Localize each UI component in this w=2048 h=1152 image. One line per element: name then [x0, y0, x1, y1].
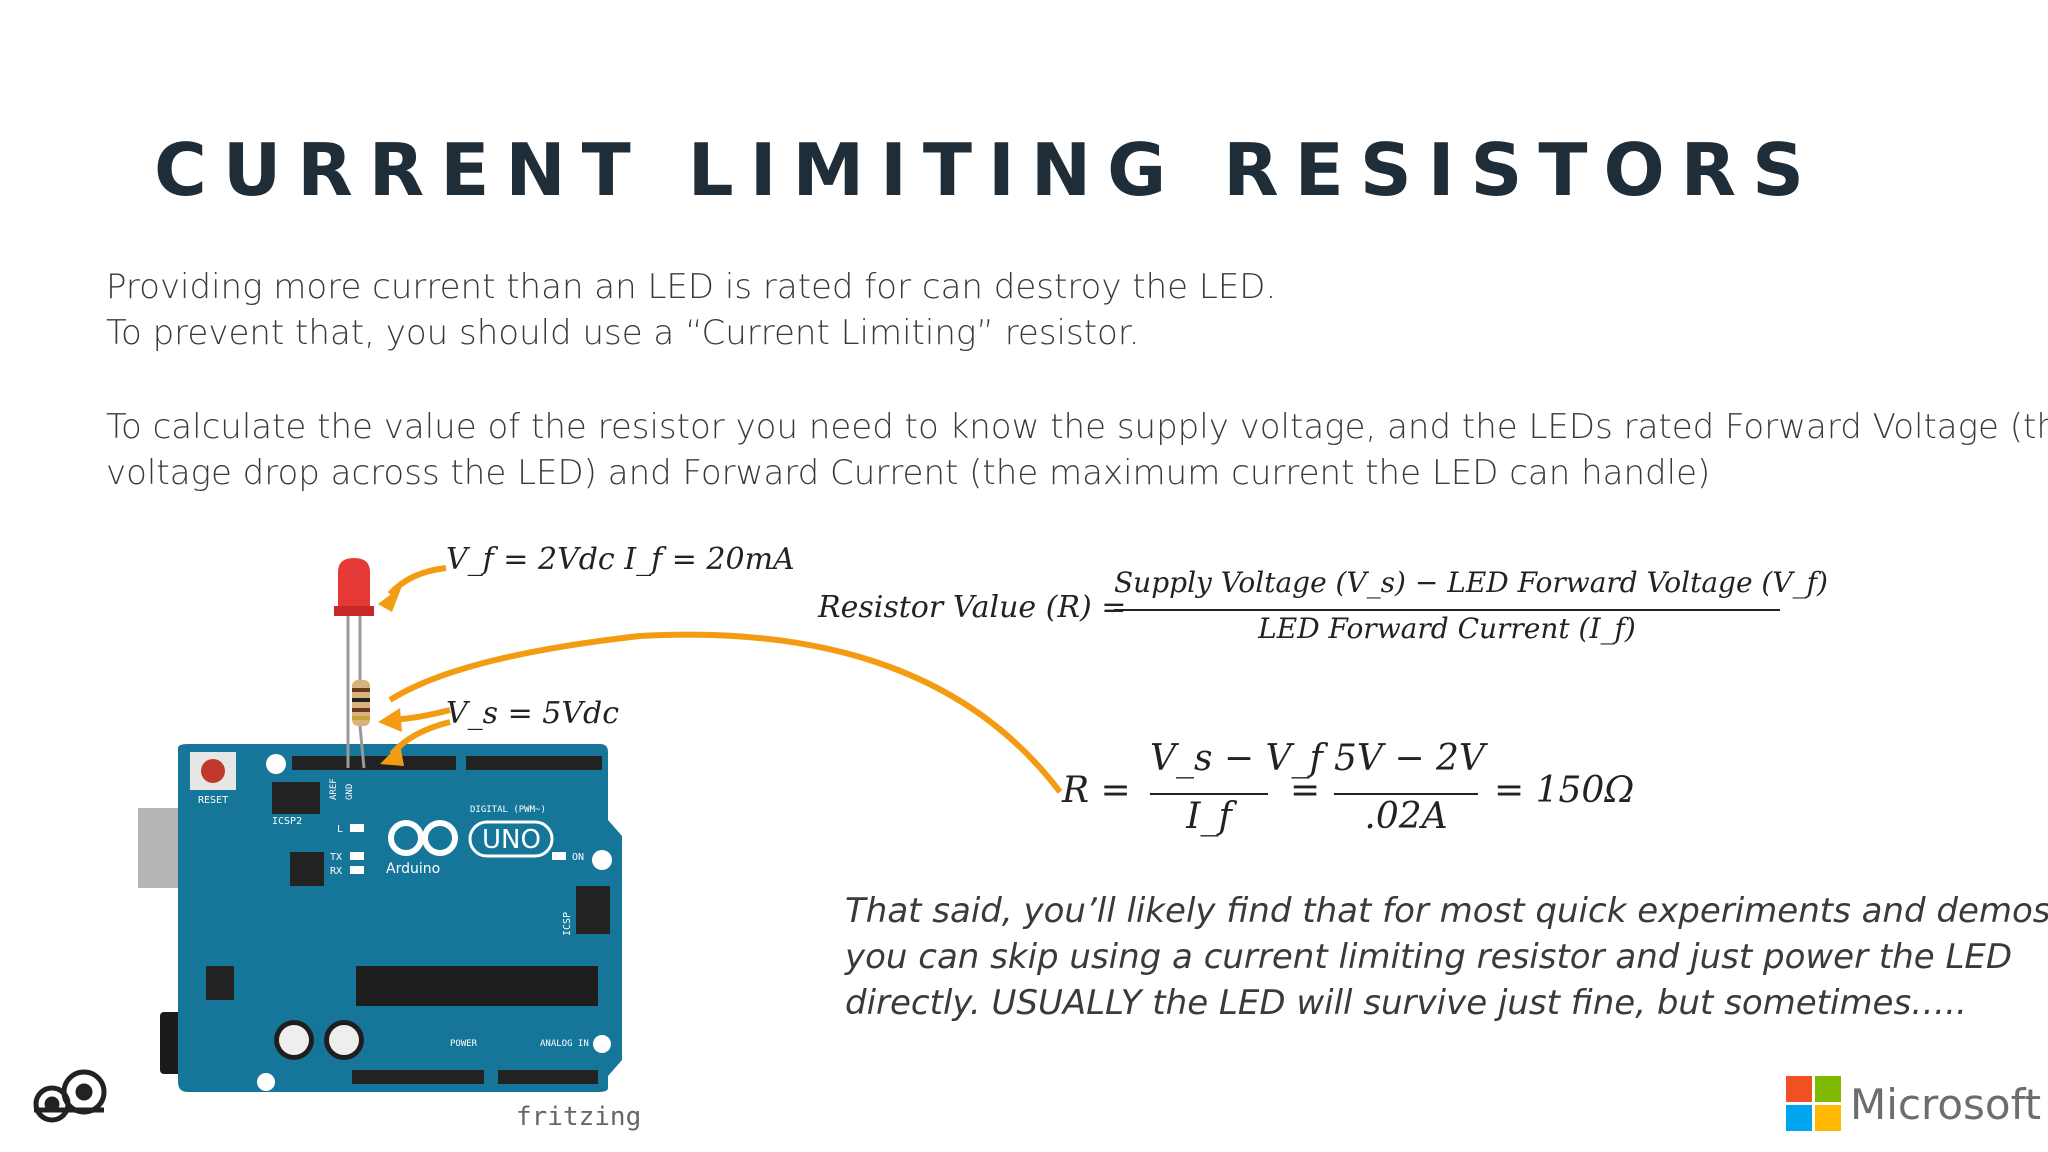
calc-frac1-numerator: V_s − V_f [1150, 738, 1323, 779]
intro-line-2: To prevent that, you should use a “Curre… [106, 313, 1140, 353]
page-title: CURRENT LIMITING RESISTORS [154, 128, 1820, 212]
rx-led [350, 866, 364, 874]
arrow-heads [378, 586, 404, 766]
capacitor-top [279, 1025, 309, 1055]
usb-chip [290, 852, 324, 886]
icsp-label: ICSP [562, 912, 573, 936]
resistor-band [352, 716, 370, 720]
resistor-band [352, 688, 370, 692]
formula-numerator: Supply Voltage (V_s) − LED Forward Volta… [1114, 566, 1828, 599]
calc-equals: = [1290, 770, 1321, 811]
microsoft-logo [1786, 1076, 1841, 1131]
note-paragraph: That said, you’ll likely find that for m… [845, 888, 2048, 1026]
microsoft-wordmark: Microsoft [1850, 1080, 2042, 1129]
calc-paragraph: To calculate the value of the resistor y… [106, 404, 2048, 496]
resistor-band [352, 698, 370, 702]
on-label: ON [572, 852, 584, 863]
led-bulb [338, 558, 370, 610]
arrow-curve-to-formula [388, 631, 1063, 794]
arrow-led-label [387, 565, 447, 597]
led-base [334, 606, 374, 616]
resistor-leg [358, 725, 366, 769]
gnd-pin-label: GND [345, 784, 355, 800]
intro-paragraph: Providing more current than an LED is ra… [106, 264, 1276, 356]
digital-header-1 [292, 756, 456, 770]
resistor-band [352, 708, 370, 712]
robot-icon [33, 1069, 107, 1123]
icsp2-label: ICSP2 [272, 816, 302, 827]
note-line-3: directly. USUALLY the LED will survive j… [845, 983, 1967, 1023]
rx-label: RX [330, 866, 342, 877]
capacitor-top [329, 1025, 359, 1055]
mounting-hole [266, 754, 286, 774]
mounting-hole [593, 1035, 611, 1053]
power-header [352, 1070, 484, 1084]
note-line-1: That said, you’ll likely find that for m… [845, 891, 2048, 931]
calc-line-1: To calculate the value of the resistor y… [106, 407, 2048, 447]
calc-result: = 150Ω [1494, 770, 1635, 811]
fritzing-watermark: fritzing [516, 1102, 642, 1132]
digital-label: DIGITAL (PWM~) [470, 805, 546, 815]
uno-label: UNO [482, 825, 541, 855]
arduino-label: Arduino [386, 861, 440, 877]
voltage-regulator [206, 966, 234, 1000]
arduino-board: RESET ICSP2 DIGITAL (PWM~) AREF GND L TX… [138, 744, 622, 1092]
tx-led [350, 852, 364, 860]
digital-header-2 [466, 756, 602, 770]
tx-label: TX [330, 852, 342, 863]
microcontroller-chip [356, 966, 598, 1006]
mounting-hole [592, 850, 612, 870]
reset-label: RESET [198, 795, 228, 806]
analog-header [498, 1070, 598, 1084]
l-led [350, 824, 364, 832]
led-circuit [334, 558, 374, 769]
calc-frac1-denominator: I_f [1186, 796, 1232, 837]
on-led [552, 852, 566, 860]
analog-label: ANALOG IN [540, 1039, 589, 1049]
calc-line-2: voltage drop across the LED) and Forward… [106, 453, 1711, 493]
reset-button-cap [201, 759, 225, 783]
calc-frac2-numerator: 5V − 2V [1334, 738, 1485, 779]
icsp-header [576, 886, 610, 934]
calc-r-equals: R = [1062, 770, 1131, 811]
icsp2-header [272, 782, 320, 814]
l-label: L [337, 824, 343, 835]
arduino-logo: UNO Arduino [386, 820, 554, 877]
formula-lhs: Resistor Value (R) = [818, 590, 1127, 625]
power-label: POWER [450, 1039, 478, 1049]
calc-frac2-denominator: .02A [1364, 796, 1448, 837]
note-line-2: you can skip using a current limiting re… [845, 937, 2013, 977]
intro-line-1: Providing more current than an LED is ra… [106, 267, 1277, 307]
mounting-hole [257, 1073, 275, 1091]
supply-voltage-label: V_s = 5Vdc [446, 696, 620, 731]
formula-denominator: LED Forward Current (I_f) [1258, 612, 1636, 645]
led-rating-label: V_f = 2Vdc I_f = 20mA [446, 542, 795, 577]
aref-pin-label: AREF [329, 778, 339, 800]
